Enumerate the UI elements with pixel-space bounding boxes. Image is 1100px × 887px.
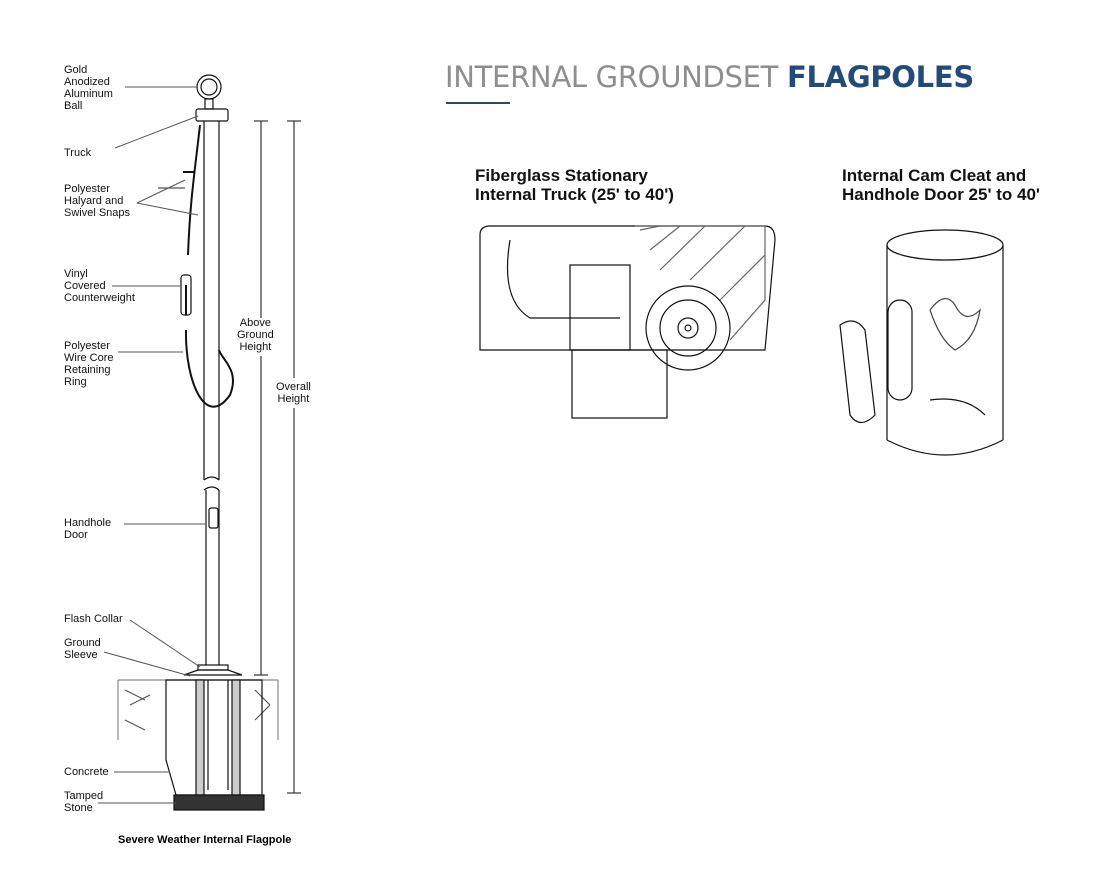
truck-detail-drawing: [479, 225, 776, 419]
title-bold: FLAGPOLES: [787, 60, 974, 94]
label-ring: Polyester Wire Core Retaining Ring: [64, 340, 114, 388]
ground-drawing: [117, 679, 279, 811]
label-ground-sleeve: Ground Sleeve: [64, 637, 101, 661]
label-handhole: Handhole Door: [64, 517, 112, 541]
label-tamped-stone: Tamped Stone: [64, 790, 104, 814]
detail-2-title: Internal Cam Cleat and Handhole Door 25'…: [842, 166, 1040, 204]
label-counterweight: Vinyl Covered Counterweight: [64, 268, 135, 304]
title-light: INTERNAL GROUNDSET: [445, 60, 779, 94]
flagpole-drawing: [158, 74, 243, 676]
label-flash-collar: Flash Collar: [64, 613, 123, 625]
dimension-lines: [254, 120, 301, 794]
label-concrete: Concrete: [64, 766, 109, 778]
leader-lines: [98, 86, 205, 804]
detail-1-title: Fiberglass Stationary Internal Truck (25…: [475, 166, 674, 204]
label-ball: Gold Anodized Aluminum Ball: [64, 64, 113, 112]
title-underline: [446, 102, 510, 104]
label-truck: Truck: [64, 147, 92, 159]
pole-caption: Severe Weather Internal Flagpole: [118, 834, 292, 846]
label-above-ground-height: Above Ground Height: [237, 317, 274, 353]
label-overall-height: Overall Height: [276, 381, 311, 405]
cam-cleat-detail-drawing: [839, 229, 1004, 456]
label-halyard: Polyester Halyard and Swivel Snaps: [64, 183, 131, 219]
page-title: INTERNAL GROUNDSET FLAGPOLES: [445, 60, 974, 94]
